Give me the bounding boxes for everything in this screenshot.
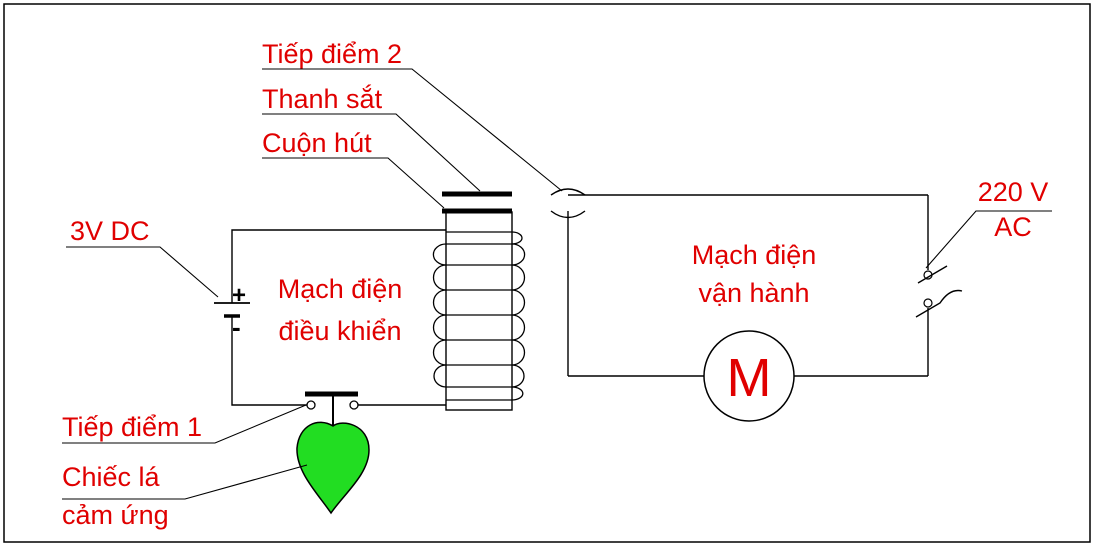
battery-minus-sign: - [232,312,241,342]
control-circuit-wiring [231,229,446,406]
motor-letter: M [727,348,772,408]
diagram-frame [3,3,1091,543]
label-leaf-line1: Chiếc lá [62,462,161,492]
label-contact-1: Tiếp điểm 1 [62,412,202,442]
leader-lines [62,68,1052,500]
contact-1 [305,391,359,430]
motor-circle [703,330,795,422]
label-control-circuit-line1: Mạch điện [278,274,403,304]
label-coil: Cuộn hút [262,128,372,158]
label-operating-circuit-line1: Mạch điện [692,240,817,270]
label-ac-source-line1: 220 V [978,177,1049,207]
motor: M [703,330,795,422]
label-dc-source: 3V DC [70,216,150,246]
battery-3v-dc: + - [214,282,250,342]
label-contact-2: Tiếp điểm 2 [262,39,402,69]
operating-circuit-wiring [568,195,929,377]
coil-windings [432,231,526,401]
contact-2 [550,188,928,376]
label-iron-bar: Thanh sắt [262,83,383,114]
label-operating-circuit-line2: vận hành [698,278,809,308]
label-ac-source-line2: AC [994,212,1032,242]
label-leaf-line2: cảm ứng [62,500,169,530]
battery-plus-sign: + [232,282,246,309]
ac-source-plug [915,265,963,318]
label-control-circuit-line2: điều khiển [278,316,401,346]
coil-core [445,211,513,411]
sensing-leaf-icon [296,421,370,515]
